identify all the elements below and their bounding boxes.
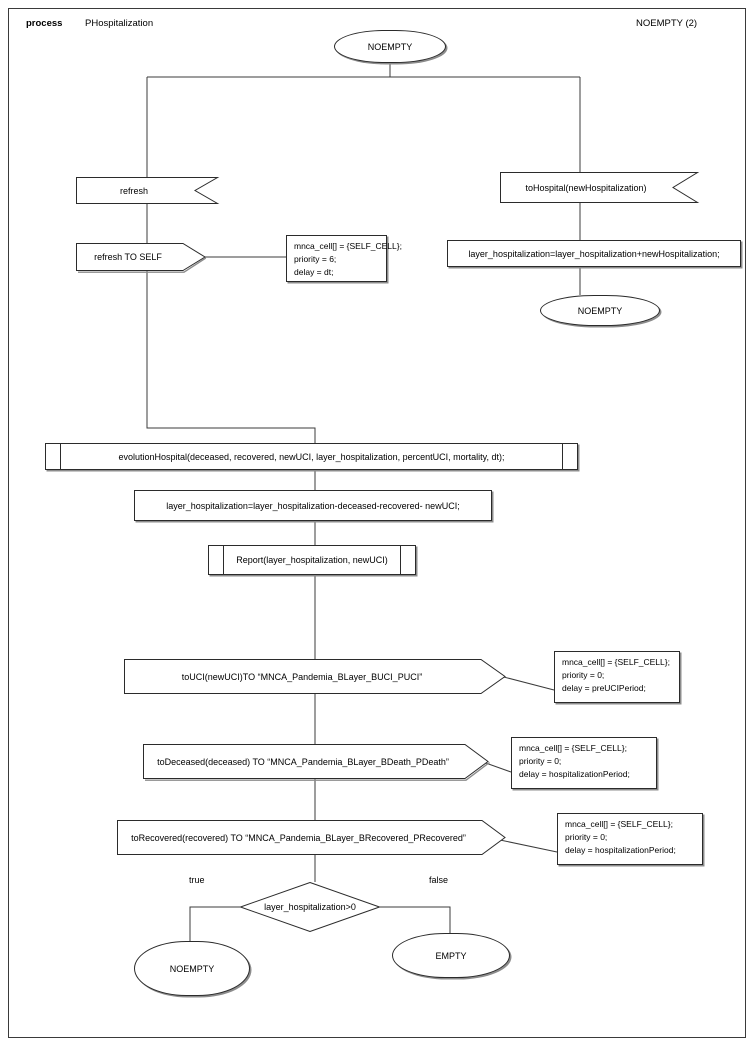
decision-layer-hospitalization[interactable]: layer_hospitalization>0: [240, 882, 380, 932]
process-layer-hospitalization-update[interactable]: layer_hospitalization=layer_hospitalizat…: [134, 490, 492, 521]
message-send-touci-label: toUCI(newUCI)TO “MNCA_Pandemia_BLayer_BU…: [181, 671, 423, 682]
predefined-process-report[interactable]: Report(layer_hospitalization, newUCI): [208, 545, 416, 575]
process-hospitalization-accumulate[interactable]: layer_hospitalization=layer_hospitalizat…: [447, 240, 741, 267]
message-send-todeceased[interactable]: toDeceased(deceased) TO “MNCA_Pandemia_B…: [143, 744, 490, 781]
end-terminator-noempty-true-label: NOEMPTY: [169, 963, 215, 974]
start-terminator-label: NOEMPTY: [367, 41, 413, 52]
end-terminator-empty-false[interactable]: EMPTY: [392, 933, 510, 978]
header-process-name: PHospitalization: [85, 18, 154, 29]
start-terminator-noempty[interactable]: NOEMPTY: [334, 30, 446, 63]
process-layer-hospitalization-update-label: layer_hospitalization=layer_hospitalizat…: [166, 500, 460, 511]
header-entry-state: NOEMPTY (2): [636, 18, 698, 29]
end-terminator-empty-false-label: EMPTY: [435, 950, 467, 961]
predefined-process-evolution-hospital-label: evolutionHospital(deceased, recovered, n…: [118, 451, 505, 462]
annotation-torecovered: mnca_cell[] = {SELF_CELL}; priority = 0;…: [557, 813, 703, 865]
message-receive-tohospital-label: toHospital(newHospitalization): [525, 182, 647, 193]
decision-false-label: false: [429, 875, 449, 885]
annotation-refresh-to-self: mnca_cell[] = {SELF_CELL}; priority = 6;…: [286, 235, 402, 282]
decision-true-label: true: [189, 875, 205, 885]
message-receive-tohospital[interactable]: toHospital(newHospitalization): [500, 172, 700, 203]
annotation-todeceased: mnca_cell[] = {SELF_CELL}; priority = 0;…: [511, 737, 657, 789]
message-send-touci[interactable]: toUCI(newUCI)TO “MNCA_Pandemia_BLayer_BU…: [124, 659, 506, 694]
predefined-process-evolution-hospital[interactable]: evolutionHospital(deceased, recovered, n…: [45, 443, 578, 470]
message-send-refresh-to-self[interactable]: refresh TO SELF: [76, 243, 207, 273]
message-receive-refresh[interactable]: refresh: [76, 177, 220, 204]
process-hospitalization-accumulate-label: layer_hospitalization=layer_hospitalizat…: [468, 248, 720, 259]
message-send-todeceased-label: toDeceased(deceased) TO “MNCA_Pandemia_B…: [157, 756, 449, 767]
annotation-touci: mnca_cell[] = {SELF_CELL}; priority = 0;…: [554, 651, 680, 703]
decision-layer-hospitalization-label: layer_hospitalization>0: [264, 902, 356, 912]
message-receive-refresh-label: refresh: [119, 185, 148, 196]
message-send-torecovered[interactable]: toRecovered(recovered) TO “MNCA_Pandemia…: [117, 820, 506, 855]
end-terminator-noempty-true[interactable]: NOEMPTY: [134, 941, 250, 996]
message-send-torecovered-label: toRecovered(recovered) TO “MNCA_Pandemia…: [131, 832, 466, 843]
end-terminator-noempty-right[interactable]: NOEMPTY: [540, 295, 660, 326]
header-kind-label: process: [26, 18, 63, 29]
end-terminator-noempty-right-label: NOEMPTY: [577, 305, 623, 316]
message-send-refresh-to-self-label: refresh TO SELF: [94, 252, 162, 262]
predefined-process-report-label: Report(layer_hospitalization, newUCI): [236, 555, 388, 565]
